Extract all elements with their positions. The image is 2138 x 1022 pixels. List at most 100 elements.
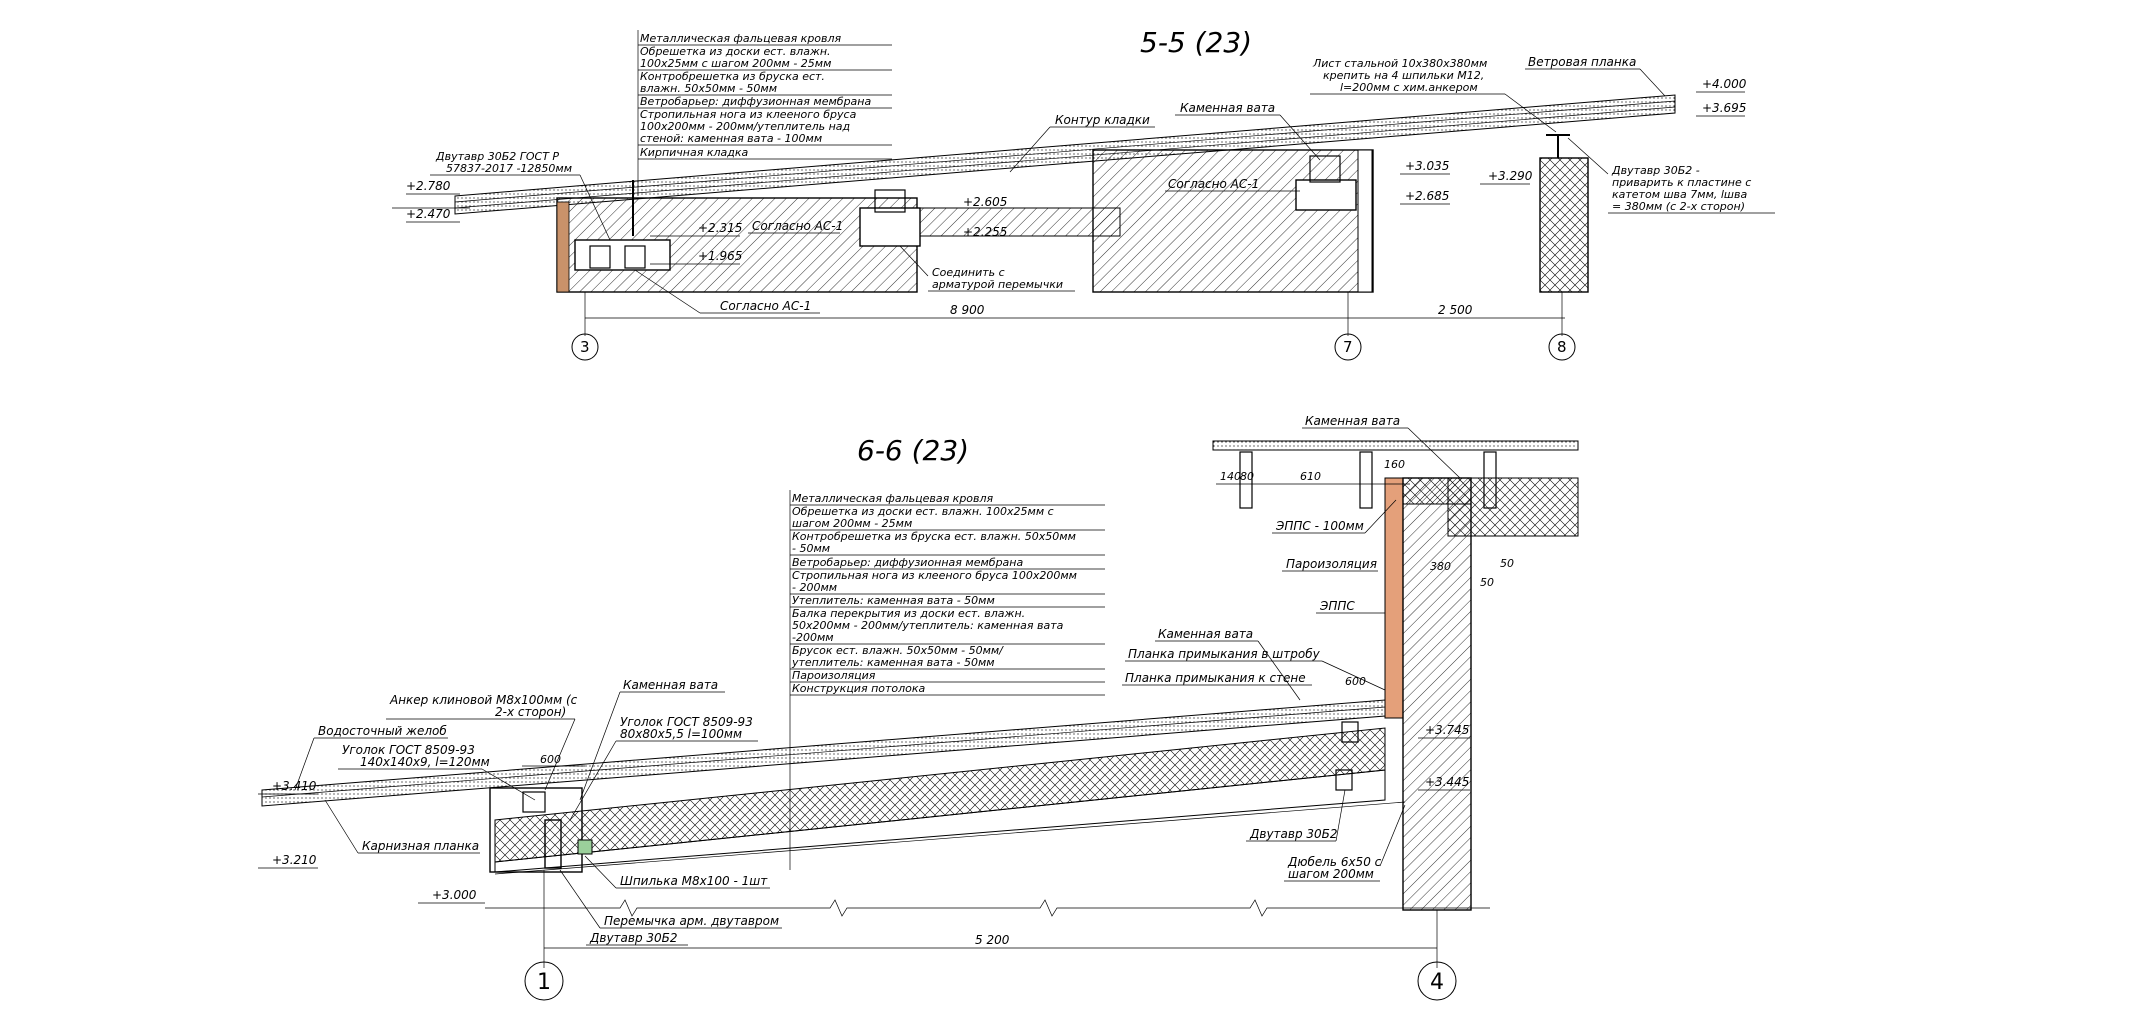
drawing-label: Двутавр 30Б2 ГОСТ Р bbox=[435, 150, 559, 163]
drawing-label: 600 bbox=[1345, 675, 1366, 688]
drawing-label: Планка примыкания в штробу bbox=[1128, 647, 1321, 661]
drawing-label: Стропильная нога из клееного бруса bbox=[640, 108, 857, 121]
dimension-8900: 8 900 bbox=[950, 303, 985, 317]
drawing-label: 50х200мм - 200мм/утеплитель: каменная ва… bbox=[792, 619, 1064, 632]
drawing-label: Контур кладки bbox=[1055, 113, 1150, 127]
drawing-label: 610 bbox=[1300, 470, 1321, 483]
drawing-label: 100х25мм с шагом 200мм - 25мм bbox=[640, 57, 831, 70]
levels-5-5: +2.780 +2.470 +2.315 +1.965 +2.605 +2.25… bbox=[406, 77, 1747, 265]
section-5-5: 5-5 (23) +2.780 +2.470 +2.3 bbox=[392, 26, 1775, 361]
section-6-6-title: 6-6 (23) bbox=[857, 434, 969, 467]
drawing-label: ЭППС - 100мм bbox=[1275, 519, 1364, 533]
roof-package-6-6 bbox=[261, 699, 1386, 807]
drawing-label: Контробрешетка из бруска ест. bbox=[640, 70, 825, 83]
drawing-label: Ветробарьер: диффузионная мембрана bbox=[792, 556, 1023, 569]
axis-8: 8 bbox=[1557, 338, 1567, 356]
drawing-label: Водосточный желоб bbox=[318, 724, 447, 738]
axis-3: 3 bbox=[580, 338, 590, 356]
dimension-2500: 2 500 bbox=[1438, 303, 1473, 317]
drawing-label: влажн. 50х50мм - 50мм bbox=[640, 82, 777, 95]
drawing-label: 140х140х9, l=120мм bbox=[360, 755, 490, 769]
drawing-label: Обрешетка из доски ест. влажн. bbox=[640, 45, 831, 58]
drawing-label: +3.000 bbox=[432, 888, 477, 902]
drawing-label: +4.000 bbox=[1702, 77, 1747, 91]
drawing-label: Балка перекрытия из доски ест. влажн. bbox=[792, 607, 1025, 620]
drawing-label: Дюбель 6х50 с bbox=[1287, 855, 1382, 869]
drawing-label: 380 bbox=[1430, 560, 1451, 573]
drawing-label: 80 bbox=[1240, 470, 1254, 483]
drawing-label: +3.695 bbox=[1702, 101, 1746, 115]
drawing-label: +2.780 bbox=[406, 179, 451, 193]
drawing-label: Каменная вата bbox=[1305, 414, 1400, 428]
drawing-label: 160 bbox=[1384, 458, 1405, 471]
drawing-label: Шпилька М8х100 - 1шт bbox=[620, 874, 768, 888]
drawing-label: Лист стальной 10х380х380мм bbox=[1312, 57, 1487, 70]
drawing-label: ЭППС bbox=[1319, 599, 1355, 613]
drawing-label: Брусок ест. влажн. 50х50мм - 50мм/ bbox=[792, 644, 1004, 657]
drawing-label: +3.290 bbox=[1488, 169, 1533, 183]
drawing-label: Стропильная нога из клееного бруса 100х2… bbox=[792, 569, 1077, 582]
drawing-label: Согласно АС-1 bbox=[1168, 177, 1259, 191]
drawing-label: l=200мм с хим.анкером bbox=[1340, 81, 1478, 94]
section-5-5-title: 5-5 (23) bbox=[1140, 26, 1252, 59]
section-6-6: 6-6 (23) Металлическая фальцевая кровля … bbox=[258, 414, 1579, 1001]
layers-callout-6-6: Металлическая фальцевая кровля Обрешетка… bbox=[789, 490, 1105, 870]
drawing-label: арматурой перемычки bbox=[932, 278, 1063, 291]
small-dims-6-6: 600 600 140 80 610 160 50 50 380 bbox=[522, 458, 1514, 767]
drawing-label: 50 bbox=[1500, 557, 1514, 570]
dimension-5200: 5 200 bbox=[975, 933, 1010, 947]
drawing-label: Каменная вата bbox=[623, 678, 718, 692]
drawing-label: Уголок ГОСТ 8509-93 bbox=[620, 715, 753, 729]
wall-axis-4 bbox=[1402, 477, 1472, 911]
drawing-label: Утеплитель: каменная вата - 50мм bbox=[792, 594, 995, 607]
xps-insulation bbox=[1384, 477, 1404, 719]
top-slab bbox=[1212, 440, 1579, 451]
drawing-label: +3.035 bbox=[1405, 159, 1449, 173]
drawing-label: стеной: каменная вата - 100мм bbox=[640, 132, 822, 145]
drawing-label: утеплитель: каменная вата - 50мм bbox=[791, 656, 995, 669]
drawing-label: 100х200мм - 200мм/утеплитель над bbox=[640, 120, 850, 133]
drawing-label: +2.470 bbox=[406, 207, 451, 221]
drawing-label: Карнизная планка bbox=[362, 839, 479, 853]
drawing-label: Конструкция потолока bbox=[792, 682, 926, 695]
drawing-label: Ветровая планка bbox=[1528, 55, 1636, 69]
drawing-label: +3.410 bbox=[272, 779, 317, 793]
drawing-label: +3.210 bbox=[272, 853, 317, 867]
drawing-label: Соединить с bbox=[932, 266, 1005, 279]
drawing-label: +2.685 bbox=[1405, 189, 1449, 203]
drawing-label: Ветробарьер: диффузионная мембрана bbox=[640, 95, 871, 108]
break-line bbox=[485, 899, 1490, 917]
drawing-label: Пароизоляция bbox=[792, 669, 876, 682]
drawing-label: 2-х сторон) bbox=[495, 705, 566, 719]
drawing-label: +1.965 bbox=[698, 249, 742, 263]
notes-5-5: Двутавр 30Б2 ГОСТ Р 57837-2017 -12850мм … bbox=[430, 55, 1775, 314]
notes-6-6: Каменная вата ЭППС - 100мм Пароизоляция … bbox=[294, 414, 1461, 946]
drawing-label: +2.605 bbox=[963, 195, 1007, 209]
axis-4: 4 bbox=[1430, 970, 1444, 995]
drawing-label: = 380мм (с 2-х сторон) bbox=[1612, 200, 1745, 213]
drawing-label: Согласно АС-1 bbox=[752, 219, 843, 233]
drawing-label: шагом 200мм bbox=[1288, 867, 1374, 881]
dimensions-5-5: 8 900 2 500 3 7 8 bbox=[571, 292, 1576, 361]
drawing-label: 57837-2017 -12850мм bbox=[446, 162, 572, 175]
post-axis-8 bbox=[1539, 157, 1589, 293]
drawing-label: крепить на 4 шпильки М12, bbox=[1323, 69, 1484, 82]
drawing-label: Металлическая фальцевая кровля bbox=[640, 32, 842, 45]
axis-1: 1 bbox=[537, 970, 551, 995]
drawing-label: 80х80х5,5 l=100мм bbox=[620, 727, 742, 741]
drawing-label: +3.745 bbox=[1425, 723, 1469, 737]
levels-6-6: +3.410 +3.210 +3.000 +3.745 +3.445 bbox=[258, 723, 1470, 904]
masonry-right bbox=[1092, 149, 1374, 293]
drawing-label: +3.445 bbox=[1425, 775, 1469, 789]
dimensions-6-6: 5 200 1 4 bbox=[524, 870, 1457, 1001]
drawing-label: Планка примыкания к стене bbox=[1125, 671, 1306, 685]
drawing-label: - 200мм bbox=[792, 581, 837, 594]
drawing-label: Уголок ГОСТ 8509-93 bbox=[342, 743, 475, 757]
drawing-label: - 50мм bbox=[792, 542, 830, 555]
axis-7: 7 bbox=[1343, 338, 1353, 356]
drawing-label: Каменная вата bbox=[1158, 627, 1253, 641]
drawing-label: 50 bbox=[1480, 576, 1494, 589]
drawing-label: Согласно АС-1 bbox=[720, 299, 811, 313]
drawing-label: Кирпичная кладка bbox=[640, 146, 748, 159]
